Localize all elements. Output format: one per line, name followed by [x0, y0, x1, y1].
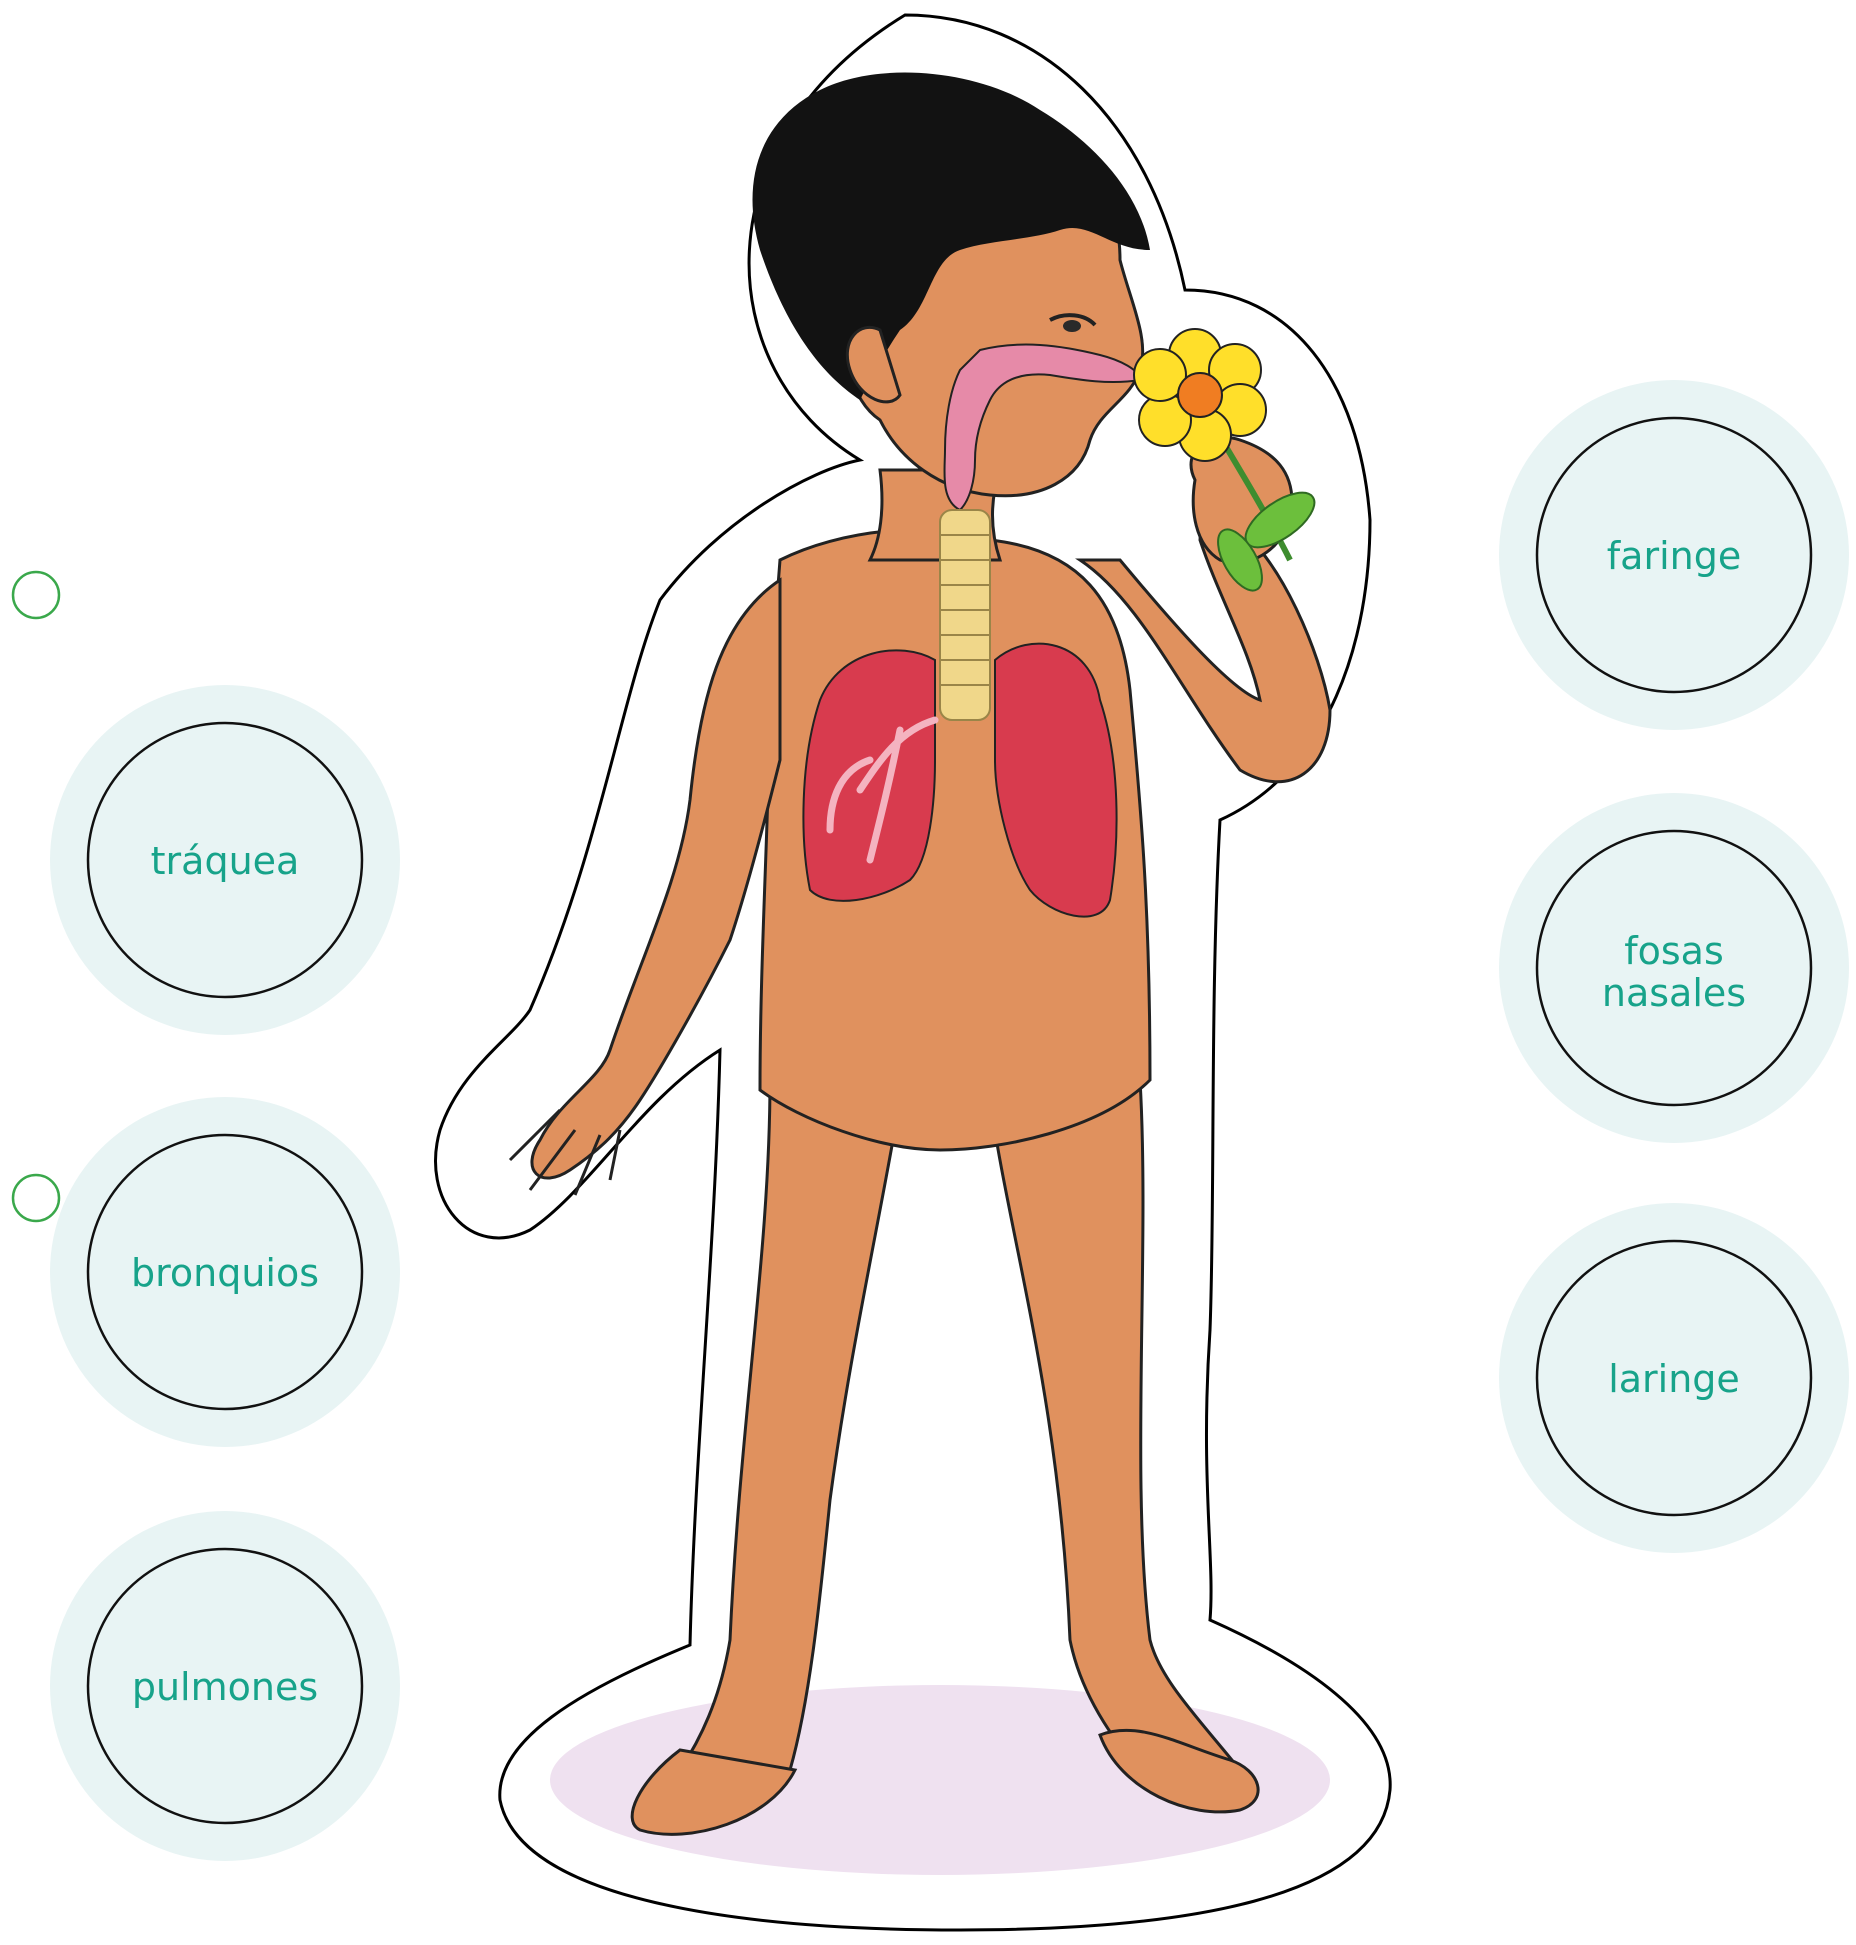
answer-ring-top[interactable]: [13, 572, 59, 618]
label-traquea[interactable]: tráquea: [50, 685, 400, 1035]
flower-center: [1178, 373, 1222, 417]
eye-pupil: [1063, 320, 1081, 332]
trachea: [940, 510, 990, 720]
label-nasales-text: nasales: [1602, 971, 1746, 1015]
label-bronquios[interactable]: bronquios: [50, 1097, 400, 1447]
label-fosas-text: fosas: [1624, 929, 1724, 973]
label-pulmones-text: pulmones: [132, 1665, 318, 1709]
label-faringe[interactable]: faringe: [1499, 380, 1849, 730]
label-faringe-text: faringe: [1607, 534, 1741, 578]
label-bronquios-text: bronquios: [131, 1251, 319, 1295]
label-laringe[interactable]: laringe: [1499, 1203, 1849, 1553]
label-laringe-text: laringe: [1608, 1357, 1740, 1401]
answer-ring-middle[interactable]: [13, 1175, 59, 1221]
label-pulmones[interactable]: pulmones: [50, 1511, 400, 1861]
label-fosas-nasales[interactable]: fosas nasales: [1499, 793, 1849, 1143]
label-traquea-text: tráquea: [151, 839, 300, 883]
